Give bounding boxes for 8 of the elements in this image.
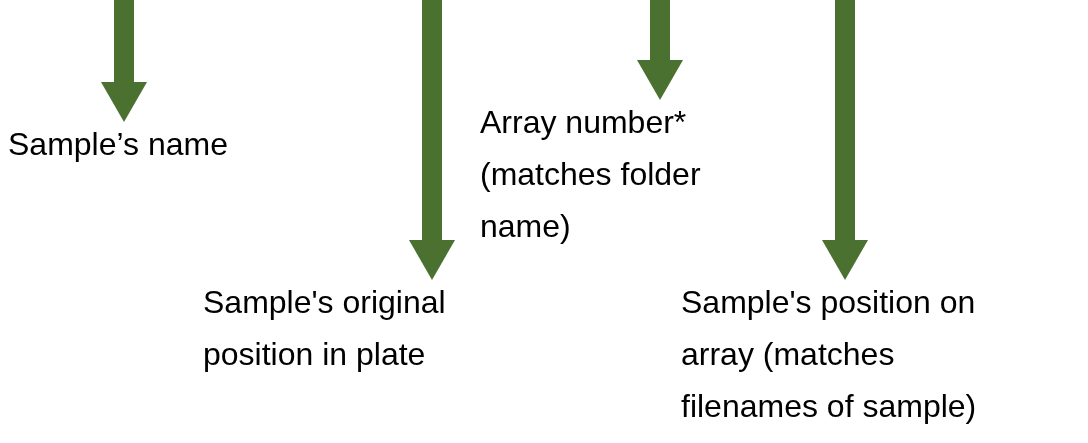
label-text: Sample's position on array (matches filenames of sample) [681,283,978,426]
label-text: Sample’s name [8,125,229,164]
arrow [637,0,683,100]
arrow [822,0,868,280]
arrow [409,0,455,280]
label-text: Array number* (matches folder name) [480,103,702,246]
label-text: Sample's original position in plate [203,283,447,374]
arrow [101,0,147,122]
